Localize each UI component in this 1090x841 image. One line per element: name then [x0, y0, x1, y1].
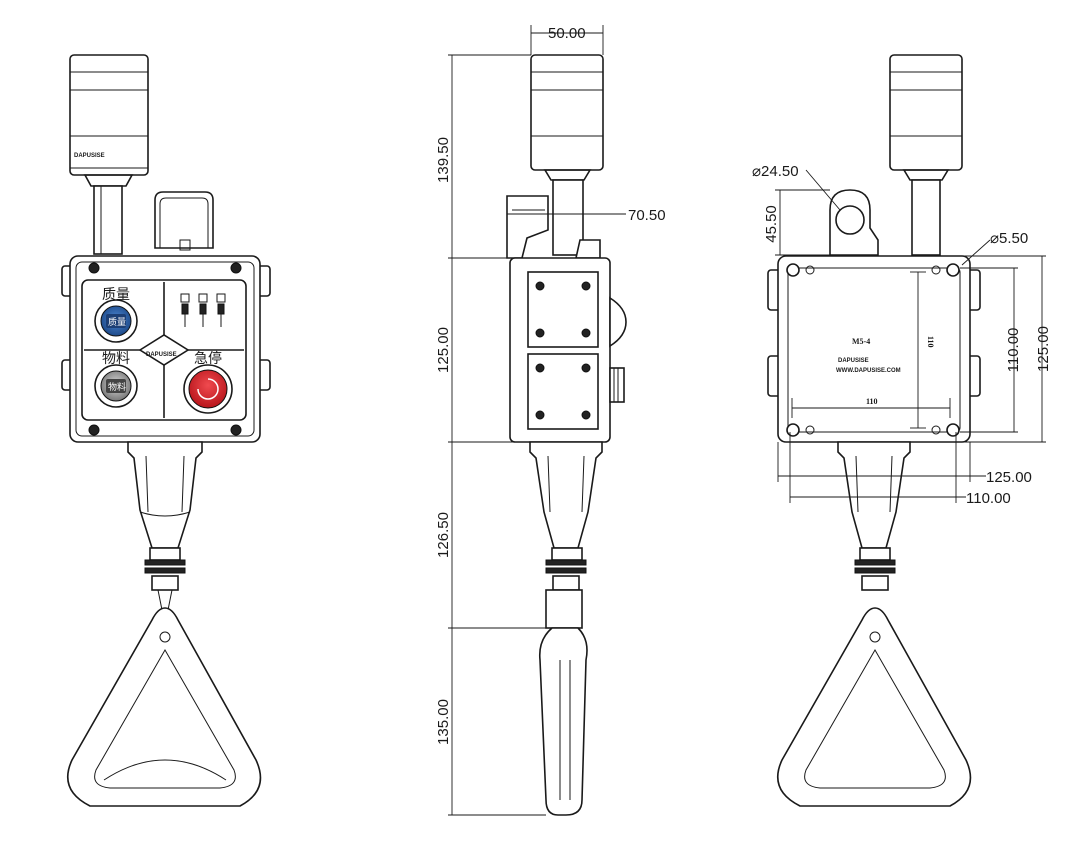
dim-handle-length: 126.50 — [435, 512, 452, 558]
side-view — [506, 54, 627, 816]
material-label: 物料 — [102, 351, 130, 367]
back-website: WWW.DAPUSISE.COM — [836, 368, 901, 374]
dim-back-height-inner: 110.00 — [1005, 328, 1022, 373]
front-view: DAPUSISE DAPUSISE 质量 — [61, 54, 271, 807]
back-inner-width: 110 — [866, 397, 878, 406]
front-handle — [127, 441, 203, 611]
dim-depth: 70.50 — [628, 207, 666, 224]
back-brand: DAPUSISE — [838, 358, 869, 364]
quality-button-text: 质量 — [108, 316, 126, 328]
key-switches[interactable] — [180, 293, 226, 327]
dim-hole-offset: 45.50 — [763, 205, 780, 243]
material-button-text: 物料 — [108, 381, 126, 393]
front-housing: DAPUSISE 质量 质量 物料 物料 急停 — [61, 255, 271, 443]
front-signal-lamp: DAPUSISE — [69, 54, 149, 255]
front-grip — [67, 607, 262, 807]
dim-back-height-outer: 125.00 — [1035, 326, 1052, 372]
back-inner-height: 110 — [926, 336, 935, 348]
dim-top-width: 50.00 — [548, 25, 586, 42]
back-dimensions: ⌀24.50 45.50 ⌀5.50 125.00 110.00 125.00 … — [752, 163, 1052, 507]
back-model: M5-4 — [852, 337, 870, 346]
front-bracket — [154, 191, 214, 251]
dim-back-width-inner: 110.00 — [966, 490, 1011, 507]
side-dimensions: 139.50 125.00 126.50 135.00 50.00 70.50 — [435, 25, 666, 816]
front-lamp-brand: DAPUSISE — [74, 153, 105, 159]
front-center-brand: DAPUSISE — [146, 352, 177, 358]
dim-back-width-outer: 125.00 — [986, 469, 1032, 486]
estop-button[interactable] — [188, 369, 228, 409]
dim-grip-length: 135.00 — [435, 699, 452, 745]
back-view: M5-4 DAPUSISE WWW.DAPUSISE.COM 110 110 — [767, 54, 981, 807]
estop-label: 急停 — [194, 350, 222, 367]
dim-box-height: 125.00 — [435, 327, 452, 373]
dim-lamp-height: 139.50 — [435, 137, 452, 183]
dim-mount-hole: ⌀5.50 — [990, 230, 1028, 247]
dim-hole-diameter: ⌀24.50 — [752, 163, 799, 180]
quality-label: 质量 — [102, 287, 130, 303]
